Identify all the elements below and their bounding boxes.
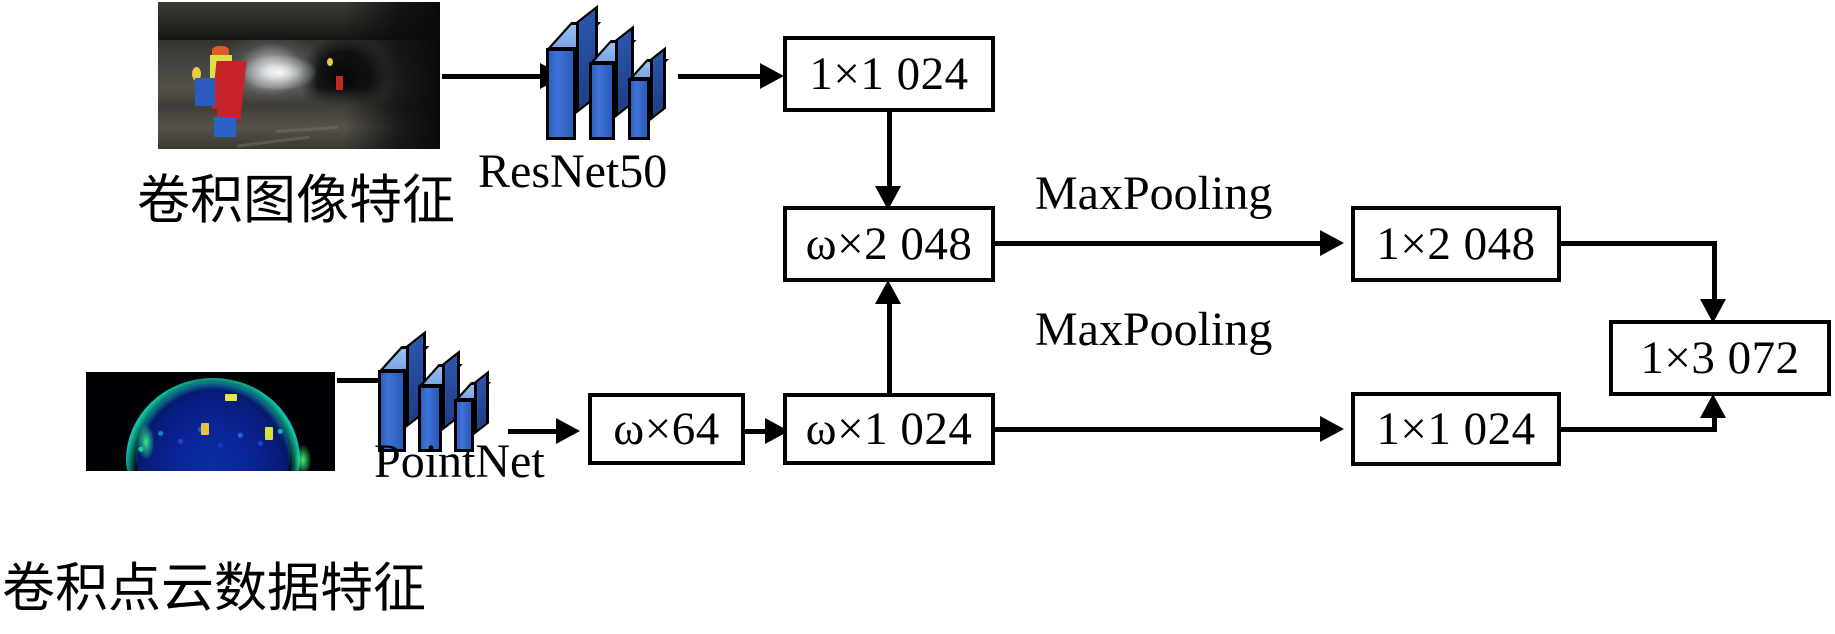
resnet-slab-1	[546, 4, 602, 140]
pointnet-slab-3	[454, 370, 492, 452]
tunnel-light-glow	[242, 54, 316, 91]
slab-face	[628, 78, 650, 140]
slab-face	[378, 370, 406, 452]
box-image-feature-label: 1×1 024	[809, 47, 969, 100]
blue-bucket	[214, 116, 237, 137]
box-concat-feature[interactable]: 1×3 072	[1609, 320, 1831, 396]
resnet-label: ResNet50	[478, 145, 668, 198]
arrow-resnet-to-imgfeat-line	[678, 74, 762, 79]
box-image-feature[interactable]: 1×1 024	[783, 36, 995, 112]
pointnet-label: PointNet	[374, 435, 545, 488]
arrow-resnet-to-imgfeat-head	[760, 63, 784, 89]
point-cloud-edge-green	[138, 425, 155, 460]
point-cloud-points	[86, 372, 335, 471]
box-pc-mlp64[interactable]: ω×64	[588, 393, 745, 465]
arrow-pcfeat-to-poolbottom-line	[995, 427, 1325, 432]
box-pooled-image-label: 1×2 048	[1376, 217, 1536, 270]
resnet-stack-icon	[546, 4, 676, 150]
arrow-fused-to-pooltop-head	[1320, 230, 1344, 256]
resnet-slab-2	[589, 25, 637, 140]
pointnet-slab-1	[378, 330, 430, 452]
slab-face	[418, 385, 442, 452]
worker-legs	[217, 87, 242, 120]
connector-poolbottom-head	[1700, 394, 1726, 418]
arrow-image-to-resnet-line	[442, 74, 542, 79]
arrow-pointnet-to-mlp64-line	[508, 429, 560, 434]
blue-barrel	[194, 78, 215, 107]
tunnel-red-sign	[335, 75, 343, 90]
slab-face	[589, 62, 615, 140]
box-fused-feature-label: ω×2 048	[805, 217, 973, 270]
point-cloud-hotspot-b	[200, 423, 209, 436]
box-pc-feature[interactable]: ω×1 024	[783, 393, 995, 465]
box-pooled-pointcloud[interactable]: 1×1 024	[1351, 392, 1561, 466]
box-pooled-image[interactable]: 1×2 048	[1351, 206, 1561, 282]
point-cloud-hotspot-c	[265, 427, 274, 441]
slab-side	[474, 370, 489, 435]
tunnel-lamp-a	[191, 66, 201, 81]
tunnel-image-thumbnail	[158, 2, 440, 149]
connector-pooltop-head	[1700, 299, 1726, 323]
tunnel-dark-side	[344, 2, 440, 149]
maxpooling-bottom-label: MaxPooling	[1035, 303, 1273, 356]
maxpooling-top-label: MaxPooling	[1035, 167, 1273, 220]
arrow-pcfeat-to-fused-head	[875, 280, 901, 304]
point-cloud-hotspot-a	[225, 393, 238, 401]
box-pooled-pointcloud-label: 1×1 024	[1376, 402, 1536, 455]
arrow-pc-to-pointnet-line	[337, 378, 395, 383]
connector-pooltop-right	[1561, 241, 1717, 246]
arrow-pointnet-to-mlp64-head	[556, 418, 580, 444]
tunnel-lamp-b	[327, 57, 334, 66]
point-cloud-edge-green-right	[295, 445, 312, 471]
pointnet-slab-2	[418, 349, 463, 452]
connector-poolbottom-up	[1712, 412, 1717, 430]
arrow-imgfeat-to-fused-line	[887, 112, 892, 190]
resnet-slab-3	[628, 46, 669, 140]
connector-pooltop-down	[1712, 241, 1717, 303]
point-cloud-thumbnail	[86, 372, 335, 471]
image-branch-caption: 卷积图像特征	[137, 170, 455, 231]
connector-poolbottom-right	[1561, 427, 1717, 432]
arrow-pcfeat-to-fused-line	[887, 298, 892, 393]
box-pc-mlp64-label: ω×64	[613, 402, 720, 455]
slab-side	[650, 46, 666, 121]
pointcloud-branch-caption: 卷积点云数据特征	[2, 558, 426, 619]
box-fused-feature[interactable]: ω×2 048	[783, 206, 995, 282]
pointnet-stack-icon	[378, 330, 508, 460]
arrow-fused-to-pooltop-line	[995, 241, 1325, 246]
box-concat-feature-label: 1×3 072	[1640, 331, 1800, 384]
arrow-pcfeat-to-poolbottom-head	[1320, 416, 1344, 442]
box-pc-feature-label: ω×1 024	[805, 402, 973, 455]
arrow-mlp64-to-pcfeat-line	[745, 429, 773, 434]
slab-face	[546, 48, 576, 140]
